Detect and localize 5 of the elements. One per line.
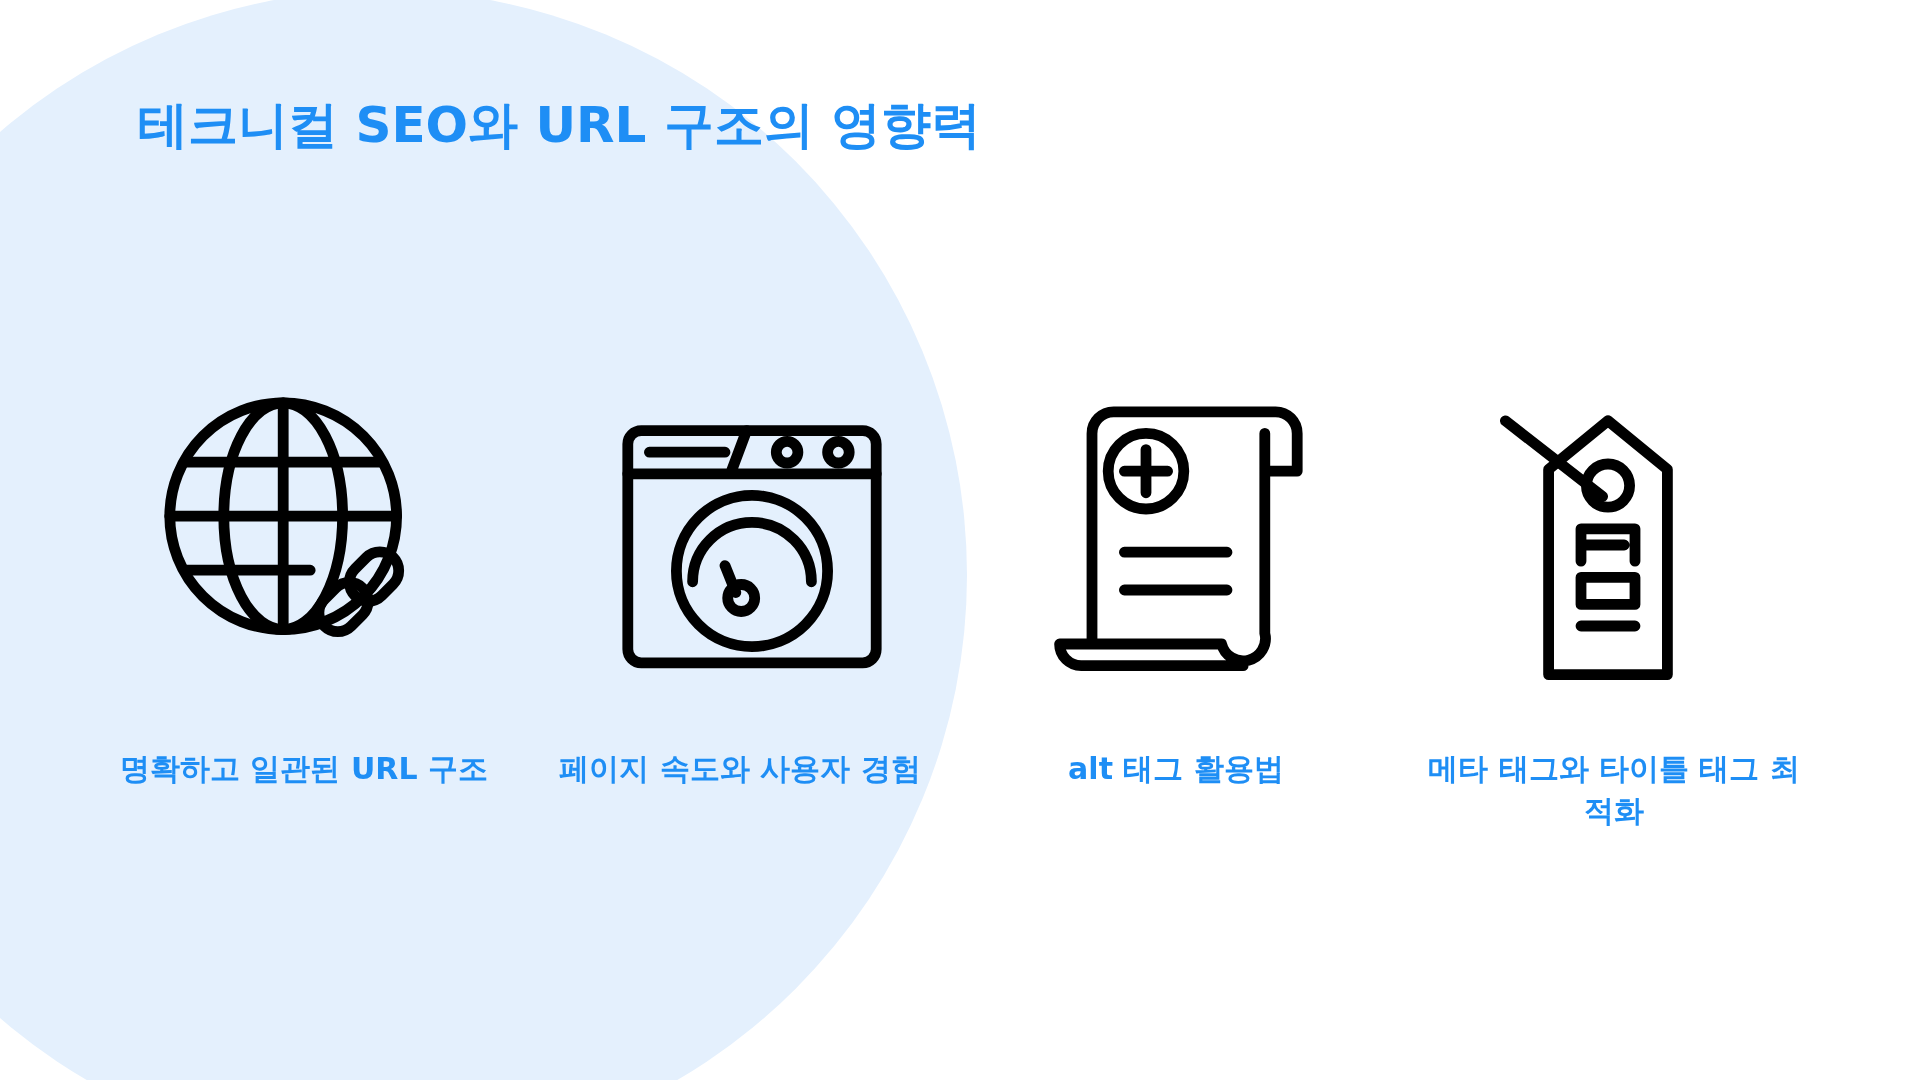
title: 테크니컬 SEO와 URL 구조의 영향력: [138, 95, 982, 156]
caption: alt 태그 활용법: [1067, 750, 1285, 788]
caption: 메타 태그와 타이틀 태그 최적화: [1427, 750, 1801, 830]
caption: 페이지 속도와 사용자 경험: [558, 750, 922, 788]
caption: 명확하고 일관된 URL 구조: [119, 750, 489, 788]
